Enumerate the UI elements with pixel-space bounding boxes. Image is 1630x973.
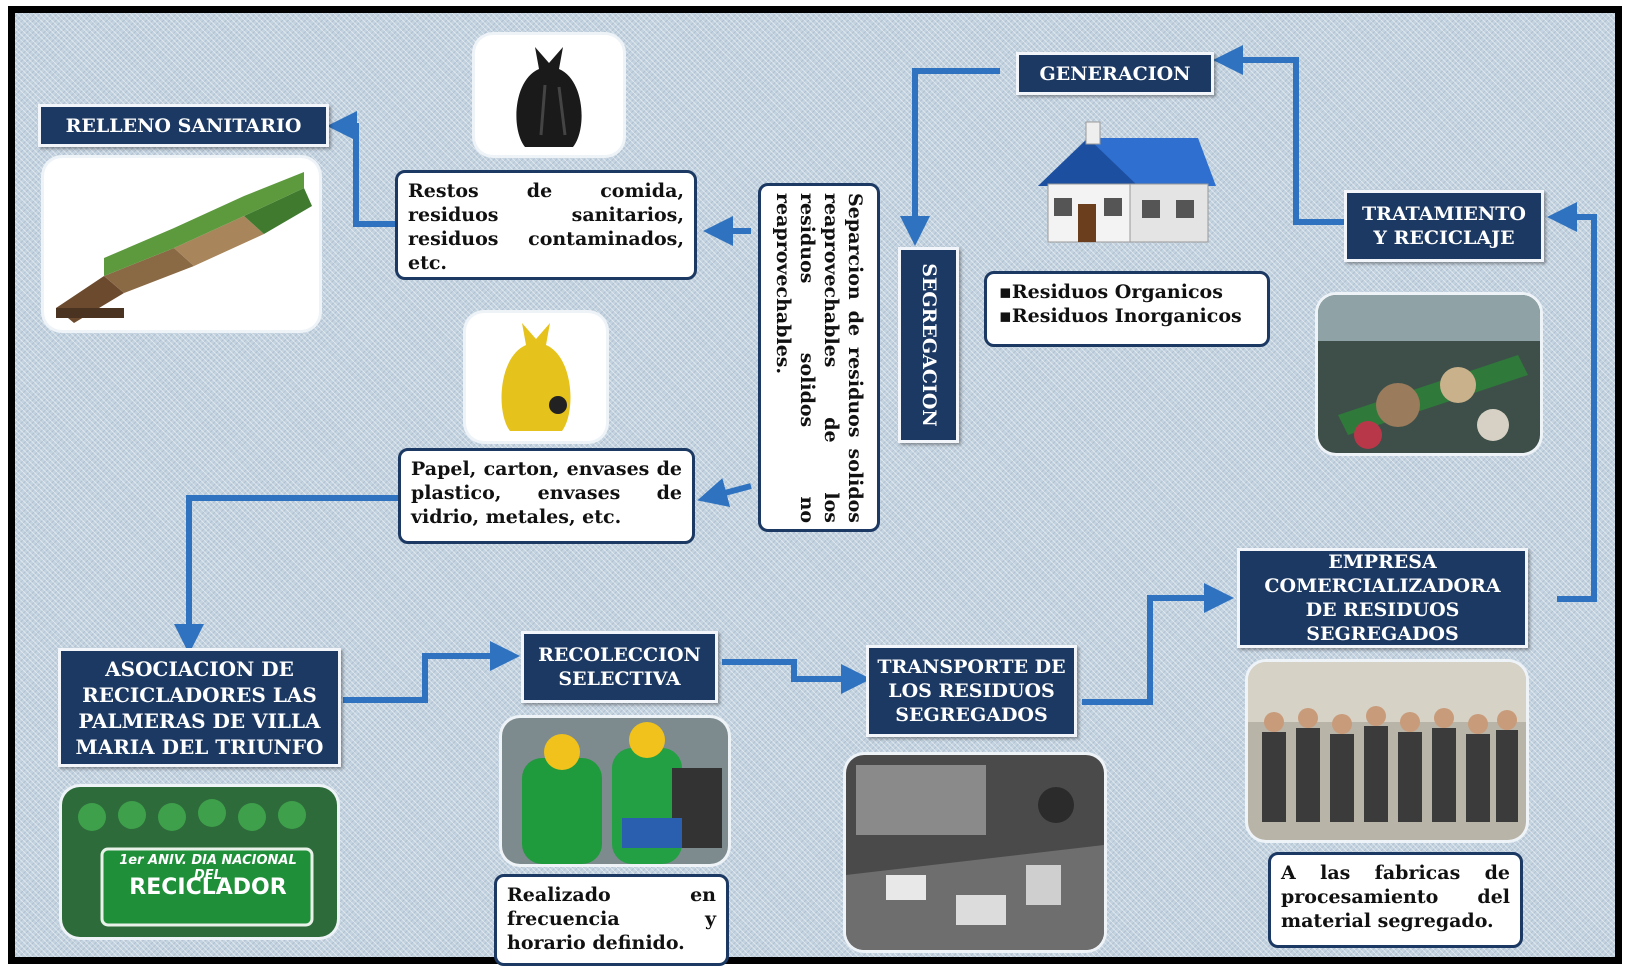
realizado-text-box: Realizado en frecuencia y horario defini…: [494, 874, 729, 966]
arrow-recoleccion-to-transporte: [722, 659, 871, 694]
arrow-empresa-to-tratamiento: [1547, 202, 1597, 602]
landfill-image: [44, 158, 319, 330]
residuos-list-box: ▪Residuos Organicos ▪Residuos Inorganico…: [984, 271, 1270, 347]
papel-text-box: Papel, carton, envases de plastico, enva…: [398, 448, 695, 544]
transport-truck-photo: [846, 755, 1104, 950]
arrow-restos-to-relleno: [327, 111, 395, 227]
yellow-bag-icon: [501, 323, 571, 431]
asociacion-recicladores-node: ASOCIACION DE RECICLADORES LAS PALMERAS …: [58, 648, 341, 767]
house-image: [1028, 118, 1218, 248]
banner-line1: 1er ANIV. DIA NACIONAL DEL: [119, 853, 297, 883]
fabricas-text-box: A las fabricas de procesamiento del mate…: [1268, 852, 1523, 948]
landfill-layers-icon: [56, 172, 312, 323]
segregacion-label: SEGREGACION: [917, 263, 940, 427]
arrow-transporte-to-empresa: [1082, 583, 1234, 705]
banner-line2: RECICLADOR: [129, 875, 287, 900]
separacion-text-box: Separcion de residuos solidos reaprovech…: [758, 183, 880, 532]
recicladores-group-photo: [62, 787, 337, 937]
arrow-separacion-to-papel: [697, 478, 752, 508]
separacion-text: Separcion de residuos solidos reaprovech…: [772, 192, 866, 523]
residuos-inorganicos-item: ▪Residuos Inorganicos: [999, 305, 1242, 327]
recycling-plant-photo: [1318, 295, 1540, 453]
relleno-sanitario-node: RELLENO SANITARIO: [38, 104, 329, 147]
workers-green-uniform-photo: [502, 718, 728, 864]
tratamiento-reciclaje-node: TRATAMIENTO Y RECICLAJE: [1344, 190, 1544, 262]
recoleccion-selectiva-node: RECOLECCION SELECTIVA: [521, 631, 718, 703]
yellow-bag-image: [466, 313, 606, 441]
arrow-asociacion-to-recoleccion: [343, 641, 520, 703]
arrow-tratamiento-to-generacion: [1213, 45, 1345, 225]
transport-photo: [846, 755, 1104, 950]
transporte-node: TRANSPORTE DE LOS RESIDUOS SEGREGADOS: [866, 645, 1077, 737]
restos-text-box: Restos de comida, residuos sanitarios, r…: [395, 170, 697, 280]
arrow-generacion-to-segregacion: [900, 68, 1000, 246]
segregacion-node: SEGREGACION: [898, 247, 959, 443]
house-icon: [1038, 121, 1216, 243]
empresa-group-photo: [1248, 662, 1526, 840]
arrow-papel-to-asociacion: [174, 495, 398, 654]
black-bag-icon: [516, 47, 582, 147]
recycling-plant-image: [1318, 295, 1540, 453]
residuos-organicos-item: ▪Residuos Organicos: [999, 281, 1223, 303]
workers-photo: [502, 718, 728, 864]
generacion-node: GENERACION: [1016, 52, 1214, 95]
empresa-workers-photo: [1248, 662, 1526, 840]
black-bag-image: [475, 35, 623, 155]
empresa-comercializadora-node: EMPRESA COMERCIALIZADORA DE RESIDUOS SEG…: [1237, 548, 1528, 648]
recicladores-photo: 1er ANIV. DIA NACIONAL DEL RECICLADOR: [62, 787, 337, 937]
